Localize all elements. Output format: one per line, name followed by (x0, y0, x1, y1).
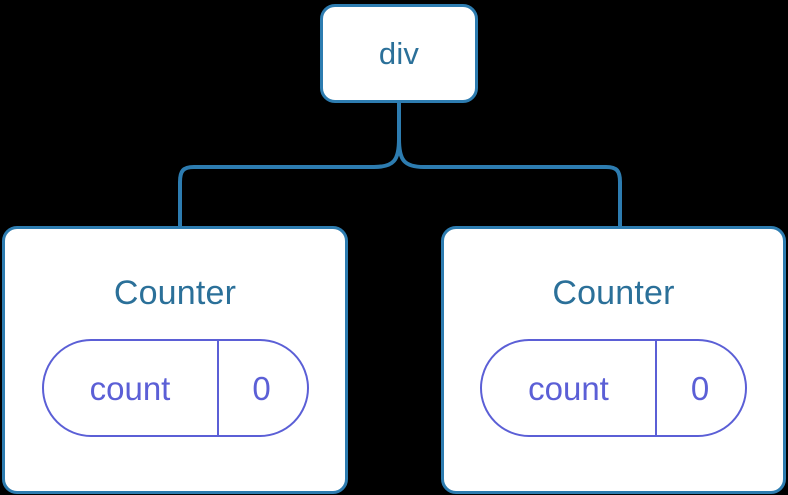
state-key-left: count (89, 369, 171, 407)
state-value-left: 0 (252, 369, 271, 407)
state-pill-right[interactable]: count 0 (480, 339, 747, 437)
connector-branch-right (397, 138, 622, 228)
state-pill-divider-right (655, 341, 657, 435)
node-counter-left-title: Counter (113, 274, 237, 312)
node-counter-right[interactable]: Counter count 0 (441, 226, 786, 494)
node-div[interactable]: div (320, 4, 478, 103)
state-value-right: 0 (690, 369, 710, 407)
node-counter-left[interactable]: Counter count 0 (2, 226, 348, 494)
state-key-right: count (528, 369, 609, 407)
state-pill-divider-left (216, 341, 219, 435)
node-counter-right-title: Counter (552, 274, 675, 312)
node-div-label: div (378, 36, 420, 71)
connector-root-stem-and-split (178, 103, 401, 228)
state-pill-left[interactable]: count 0 (41, 339, 309, 437)
